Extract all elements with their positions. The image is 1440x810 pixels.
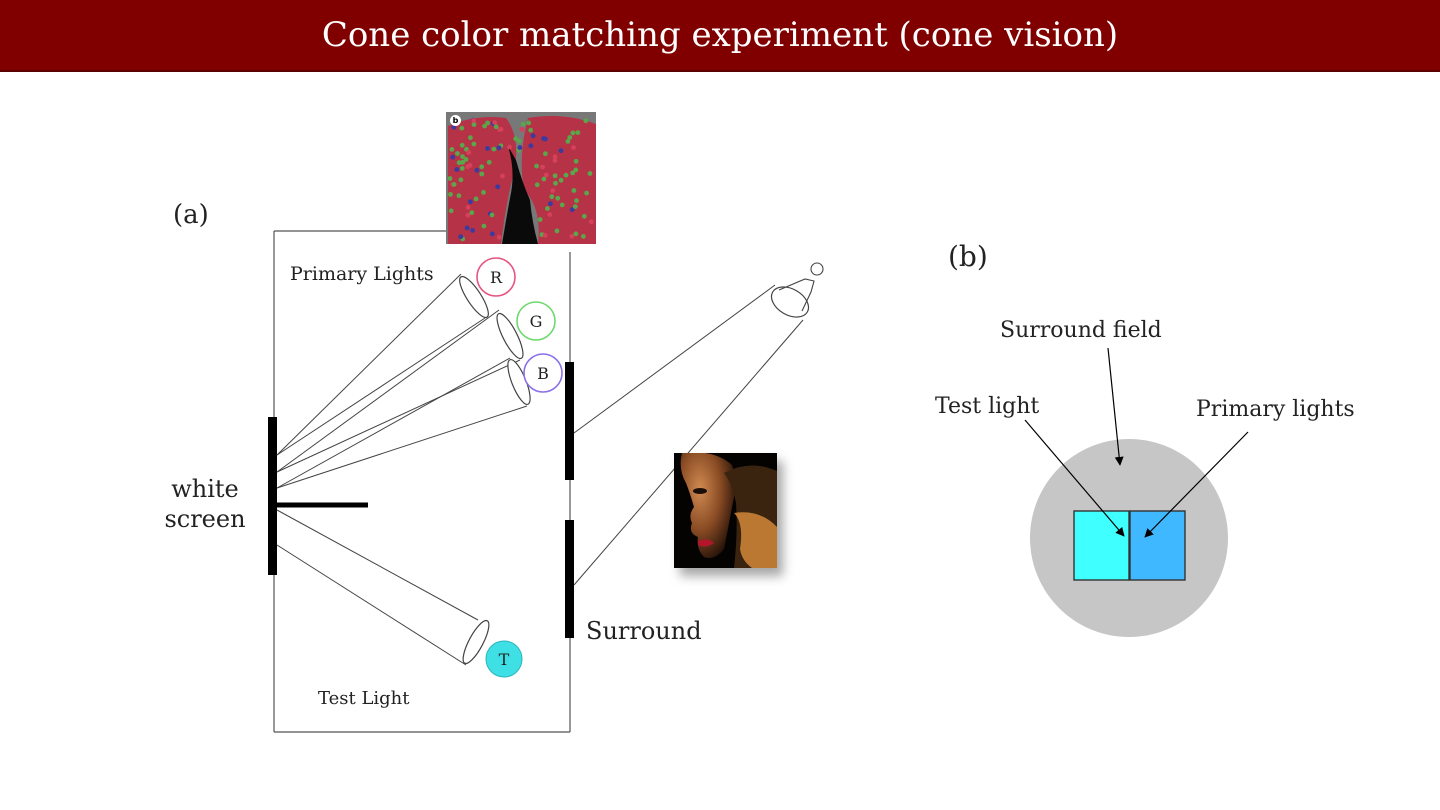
eyepiece-lens — [770, 286, 810, 318]
primary-lights-arrow — [1144, 431, 1249, 538]
test-light-label-t: T — [499, 650, 510, 669]
test-light-b-label: Test light — [935, 394, 1039, 419]
white-screen-label-line2: screen — [164, 505, 245, 533]
primary-lights-b-label: Primary lights — [1196, 397, 1355, 422]
white-screen-label-line1: white — [171, 475, 239, 503]
surround-label: Surround — [586, 617, 702, 645]
red-projector — [459, 275, 489, 319]
photo-badge: b — [450, 115, 461, 126]
panel-a-label: (a) — [173, 200, 209, 230]
test-light-label: Test Light — [318, 688, 410, 709]
surround-field-label: Surround field — [1000, 318, 1162, 343]
surround-upper-bar — [565, 362, 574, 480]
panel-b-label: (b) — [948, 240, 988, 273]
white-screen — [268, 417, 277, 575]
cone-mosaic-photo: b — [446, 112, 596, 244]
face-photo — [674, 453, 777, 568]
title-bar: Cone color matching experiment (cone vis… — [0, 0, 1440, 72]
blue-light-label: B — [537, 364, 549, 383]
eye-point — [810, 262, 824, 276]
test-light-arrow — [1024, 419, 1125, 537]
pointer-arrows — [1024, 347, 1249, 538]
red-light-circle — [476, 257, 516, 297]
blue-light-circle — [523, 353, 563, 393]
red-light-label: R — [490, 268, 503, 287]
primary-lights-label: Primary Lights — [290, 263, 434, 285]
green-projector — [496, 312, 524, 360]
test-projector — [462, 619, 490, 665]
slide-title: Cone color matching experiment (cone vis… — [321, 15, 1119, 55]
primary-lights-patch — [1129, 510, 1186, 581]
test-light-patch — [1073, 510, 1130, 581]
eyepiece-body — [778, 278, 815, 312]
green-light-circle — [516, 301, 556, 341]
surround-lower-bar — [565, 520, 574, 638]
green-light-label: G — [530, 312, 543, 331]
light-beams — [276, 273, 528, 666]
test-light-circle — [485, 640, 523, 678]
surround-field-arrow — [1107, 347, 1124, 466]
